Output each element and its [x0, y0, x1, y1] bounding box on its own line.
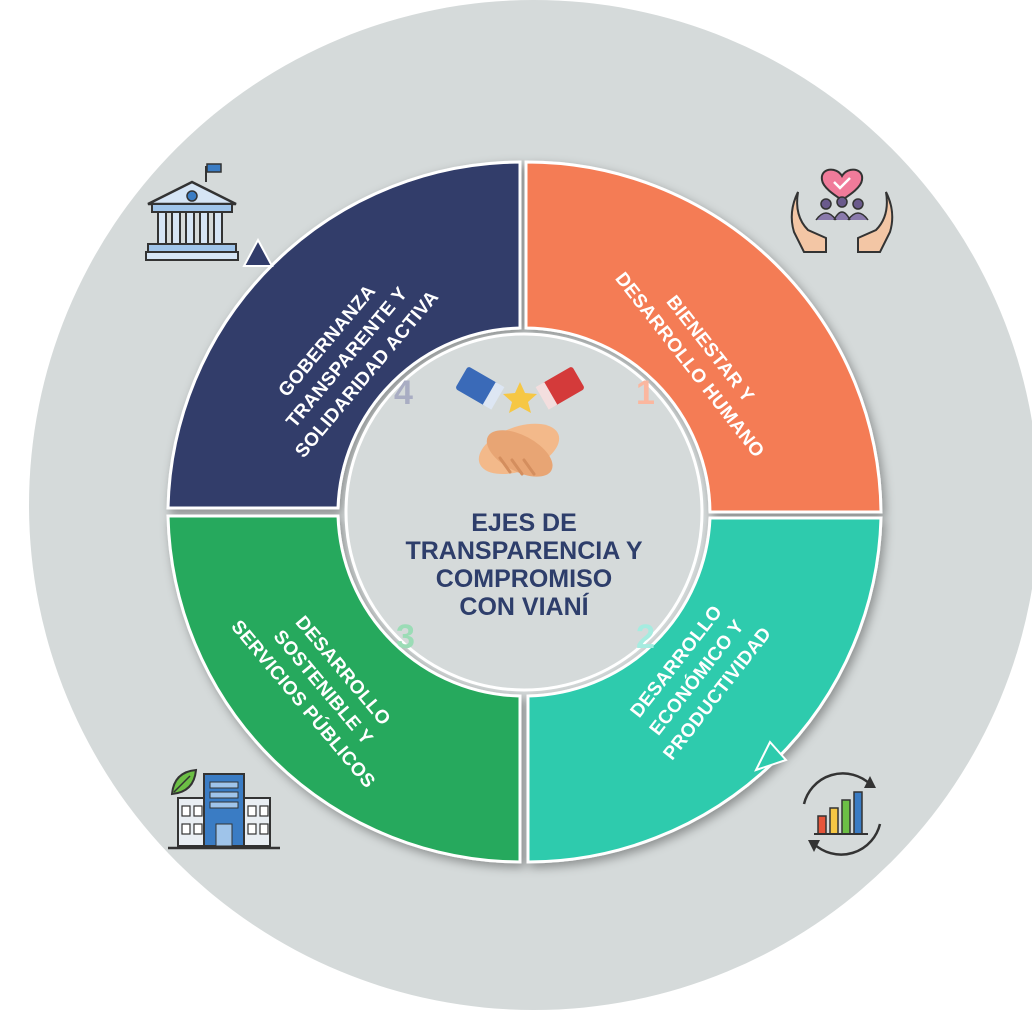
- segment-number-1: 1: [636, 374, 655, 412]
- community-care-icon: [790, 168, 894, 253]
- arrow-tab-2: [754, 740, 788, 772]
- growth-chart-icon: [802, 772, 882, 856]
- government-building-icon: [145, 163, 239, 261]
- segment-number-3: 3: [396, 618, 415, 656]
- segment-gobernanza[interactable]: [166, 160, 522, 510]
- green-building-icon: [168, 768, 280, 850]
- inner-circle: [344, 332, 704, 692]
- segment-number-2: 2: [636, 618, 655, 656]
- handshake-icon: [456, 367, 584, 477]
- segment-number-4: 4: [394, 374, 413, 412]
- center-title-line-1: EJES DE: [471, 509, 577, 537]
- center-title-line-2: TRANSPARENCIA Y: [405, 537, 642, 565]
- segment-desarrollo-sostenible[interactable]: [166, 514, 522, 864]
- center-title-line-3: COMPROMISO: [436, 565, 612, 593]
- segment-bienestar[interactable]: [524, 160, 883, 514]
- arrow-tab-4: [242, 237, 274, 267]
- segment-desarrollo-economico[interactable]: [526, 516, 883, 864]
- center-title-line-4: CON VIANÍ: [459, 592, 589, 621]
